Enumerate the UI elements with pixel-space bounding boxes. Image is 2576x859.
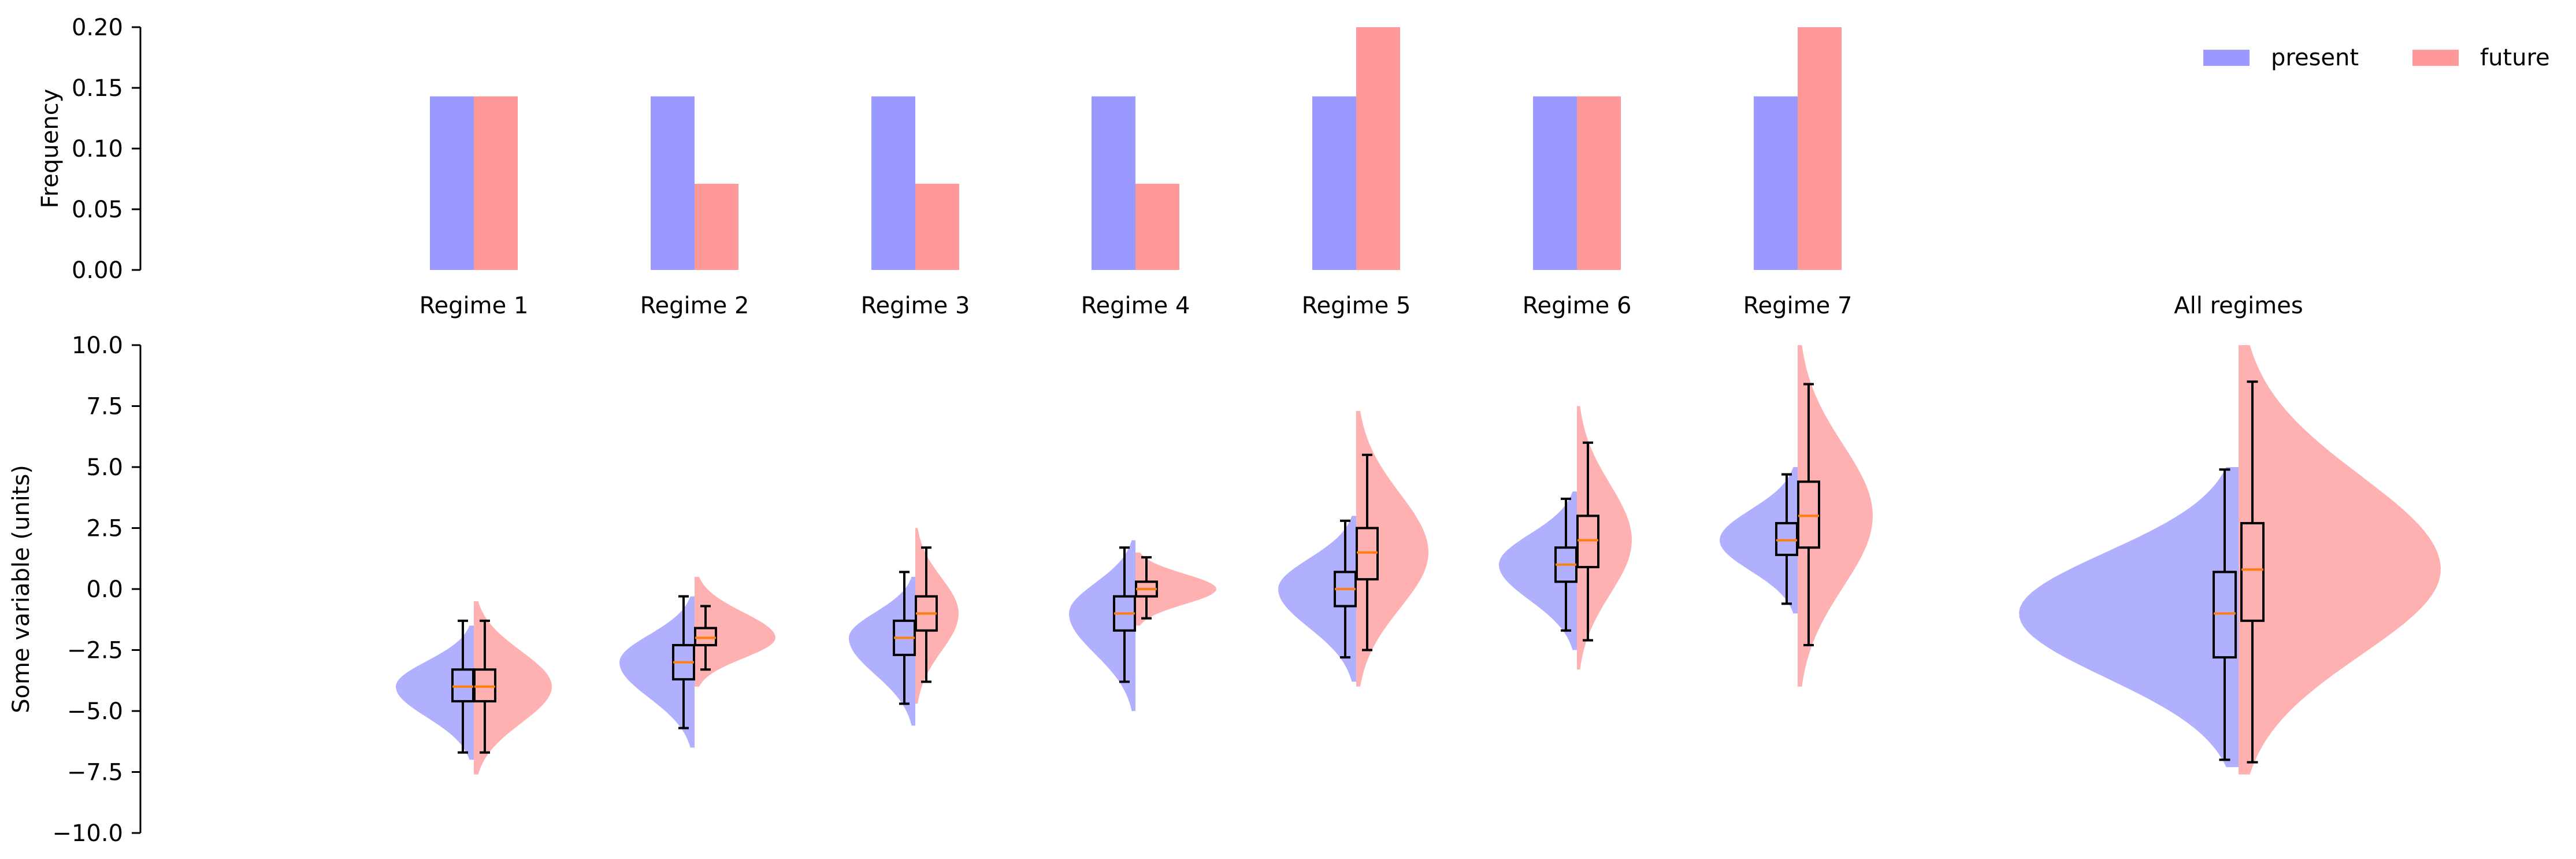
violin-present-4 xyxy=(1069,540,1135,711)
box-future-5 xyxy=(1356,453,1379,651)
violin-y-tick-label: 0.0 xyxy=(86,576,123,603)
violin-future-7 xyxy=(1798,345,1873,687)
bar-y-tick-label: 0.00 xyxy=(72,257,123,284)
violin-future-1 xyxy=(474,601,552,775)
category-labels: Regime 1 Regime 2 Regime 3 Regime 4 Regime 5… xyxy=(420,292,2303,319)
box-iqr xyxy=(694,627,717,647)
bar-present-2 xyxy=(651,96,695,270)
legend-swatch-future xyxy=(2412,50,2459,66)
bar-y-axis-label: Frequency xyxy=(37,89,64,209)
category-label: Regime 1 xyxy=(420,292,529,319)
box-iqr xyxy=(1356,527,1379,581)
bar-future-3 xyxy=(915,183,959,270)
bar-future-5 xyxy=(1356,27,1400,270)
violin-future-5 xyxy=(1356,410,1428,687)
bar-y-tick-label: 0.15 xyxy=(72,75,123,102)
box-iqr xyxy=(2240,522,2265,622)
violin-y-tick-label: −5.0 xyxy=(67,698,123,725)
legend-label: future xyxy=(2480,45,2550,71)
bar-present-5 xyxy=(1312,96,1356,270)
violin-y-tick-label: 7.5 xyxy=(86,394,123,420)
category-label: Regime 7 xyxy=(1743,292,1853,319)
violin-y-tick-label: 2.5 xyxy=(86,516,123,542)
bar-present-1 xyxy=(430,96,474,270)
category-label: Regime 2 xyxy=(640,292,749,319)
bar-y-tick-label: 0.10 xyxy=(72,136,123,162)
bar-present-6 xyxy=(1533,96,1577,270)
violin-present-6 xyxy=(1499,491,1577,650)
violin-y-tick-label: 10.0 xyxy=(72,332,123,359)
violin-future-8 xyxy=(2239,345,2441,775)
violin-present-2 xyxy=(619,596,695,748)
legend-swatch-present xyxy=(2203,50,2250,66)
box-present-8 xyxy=(2213,468,2237,761)
box-present-1 xyxy=(451,619,474,754)
bar-future-1 xyxy=(474,96,518,270)
box-future-7 xyxy=(1797,383,1820,647)
bar-future-4 xyxy=(1135,183,1179,270)
category-label: Regime 4 xyxy=(1081,292,1190,319)
bar-future-2 xyxy=(695,183,738,270)
box-iqr xyxy=(1576,514,1599,569)
box-iqr xyxy=(473,668,496,703)
category-label: Regime 6 xyxy=(1523,292,1632,319)
box-present-3 xyxy=(893,571,916,705)
box-future-2 xyxy=(694,605,717,671)
box-future-6 xyxy=(1576,441,1599,642)
category-label: All regimes xyxy=(2174,292,2303,319)
variable-violin-chart: 10.0 7.5 5.0 2.5 0.0 −2.5 −5.0 −7.5 −10.0 Some va… xyxy=(8,332,2441,847)
bar-present-4 xyxy=(1092,96,1135,270)
bar-present-7 xyxy=(1754,96,1798,270)
box-iqr xyxy=(2213,571,2237,659)
box-present-5 xyxy=(1334,519,1357,659)
legend: present future xyxy=(2203,45,2550,71)
violin-y-tick-label: 5.0 xyxy=(86,454,123,481)
bar-future-7 xyxy=(1798,27,1842,270)
violin-future-4 xyxy=(1135,552,1216,626)
box-future-4 xyxy=(1135,556,1158,620)
box-present-4 xyxy=(1113,546,1136,683)
violin-future-2 xyxy=(695,576,775,687)
legend-label: present xyxy=(2271,45,2359,71)
violin-present-8 xyxy=(2019,467,2239,768)
violin-y-axis-label: Some variable (units) xyxy=(8,465,35,713)
violin-present-5 xyxy=(1278,516,1356,682)
bar-y-tick-label: 0.05 xyxy=(72,197,123,223)
violin-y-tick-label: −7.5 xyxy=(67,760,123,786)
box-iqr xyxy=(1797,480,1820,549)
category-label: Regime 5 xyxy=(1302,292,1411,319)
violin-present-7 xyxy=(1720,467,1798,614)
violin-y-tick-label: −2.5 xyxy=(67,638,123,664)
violin-present-1 xyxy=(396,625,474,760)
bar-present-3 xyxy=(871,96,915,270)
box-future-3 xyxy=(915,546,938,683)
box-future-1 xyxy=(473,619,496,754)
bar-y-tick-label: 0.20 xyxy=(72,14,123,41)
violin-y-tick-label: −10.0 xyxy=(52,820,123,847)
violin-future-6 xyxy=(1577,406,1632,670)
box-future-8 xyxy=(2240,380,2265,764)
box-present-2 xyxy=(672,595,695,730)
bar-future-6 xyxy=(1577,96,1621,270)
violin-present-3 xyxy=(849,576,915,726)
category-label: Regime 3 xyxy=(861,292,970,319)
